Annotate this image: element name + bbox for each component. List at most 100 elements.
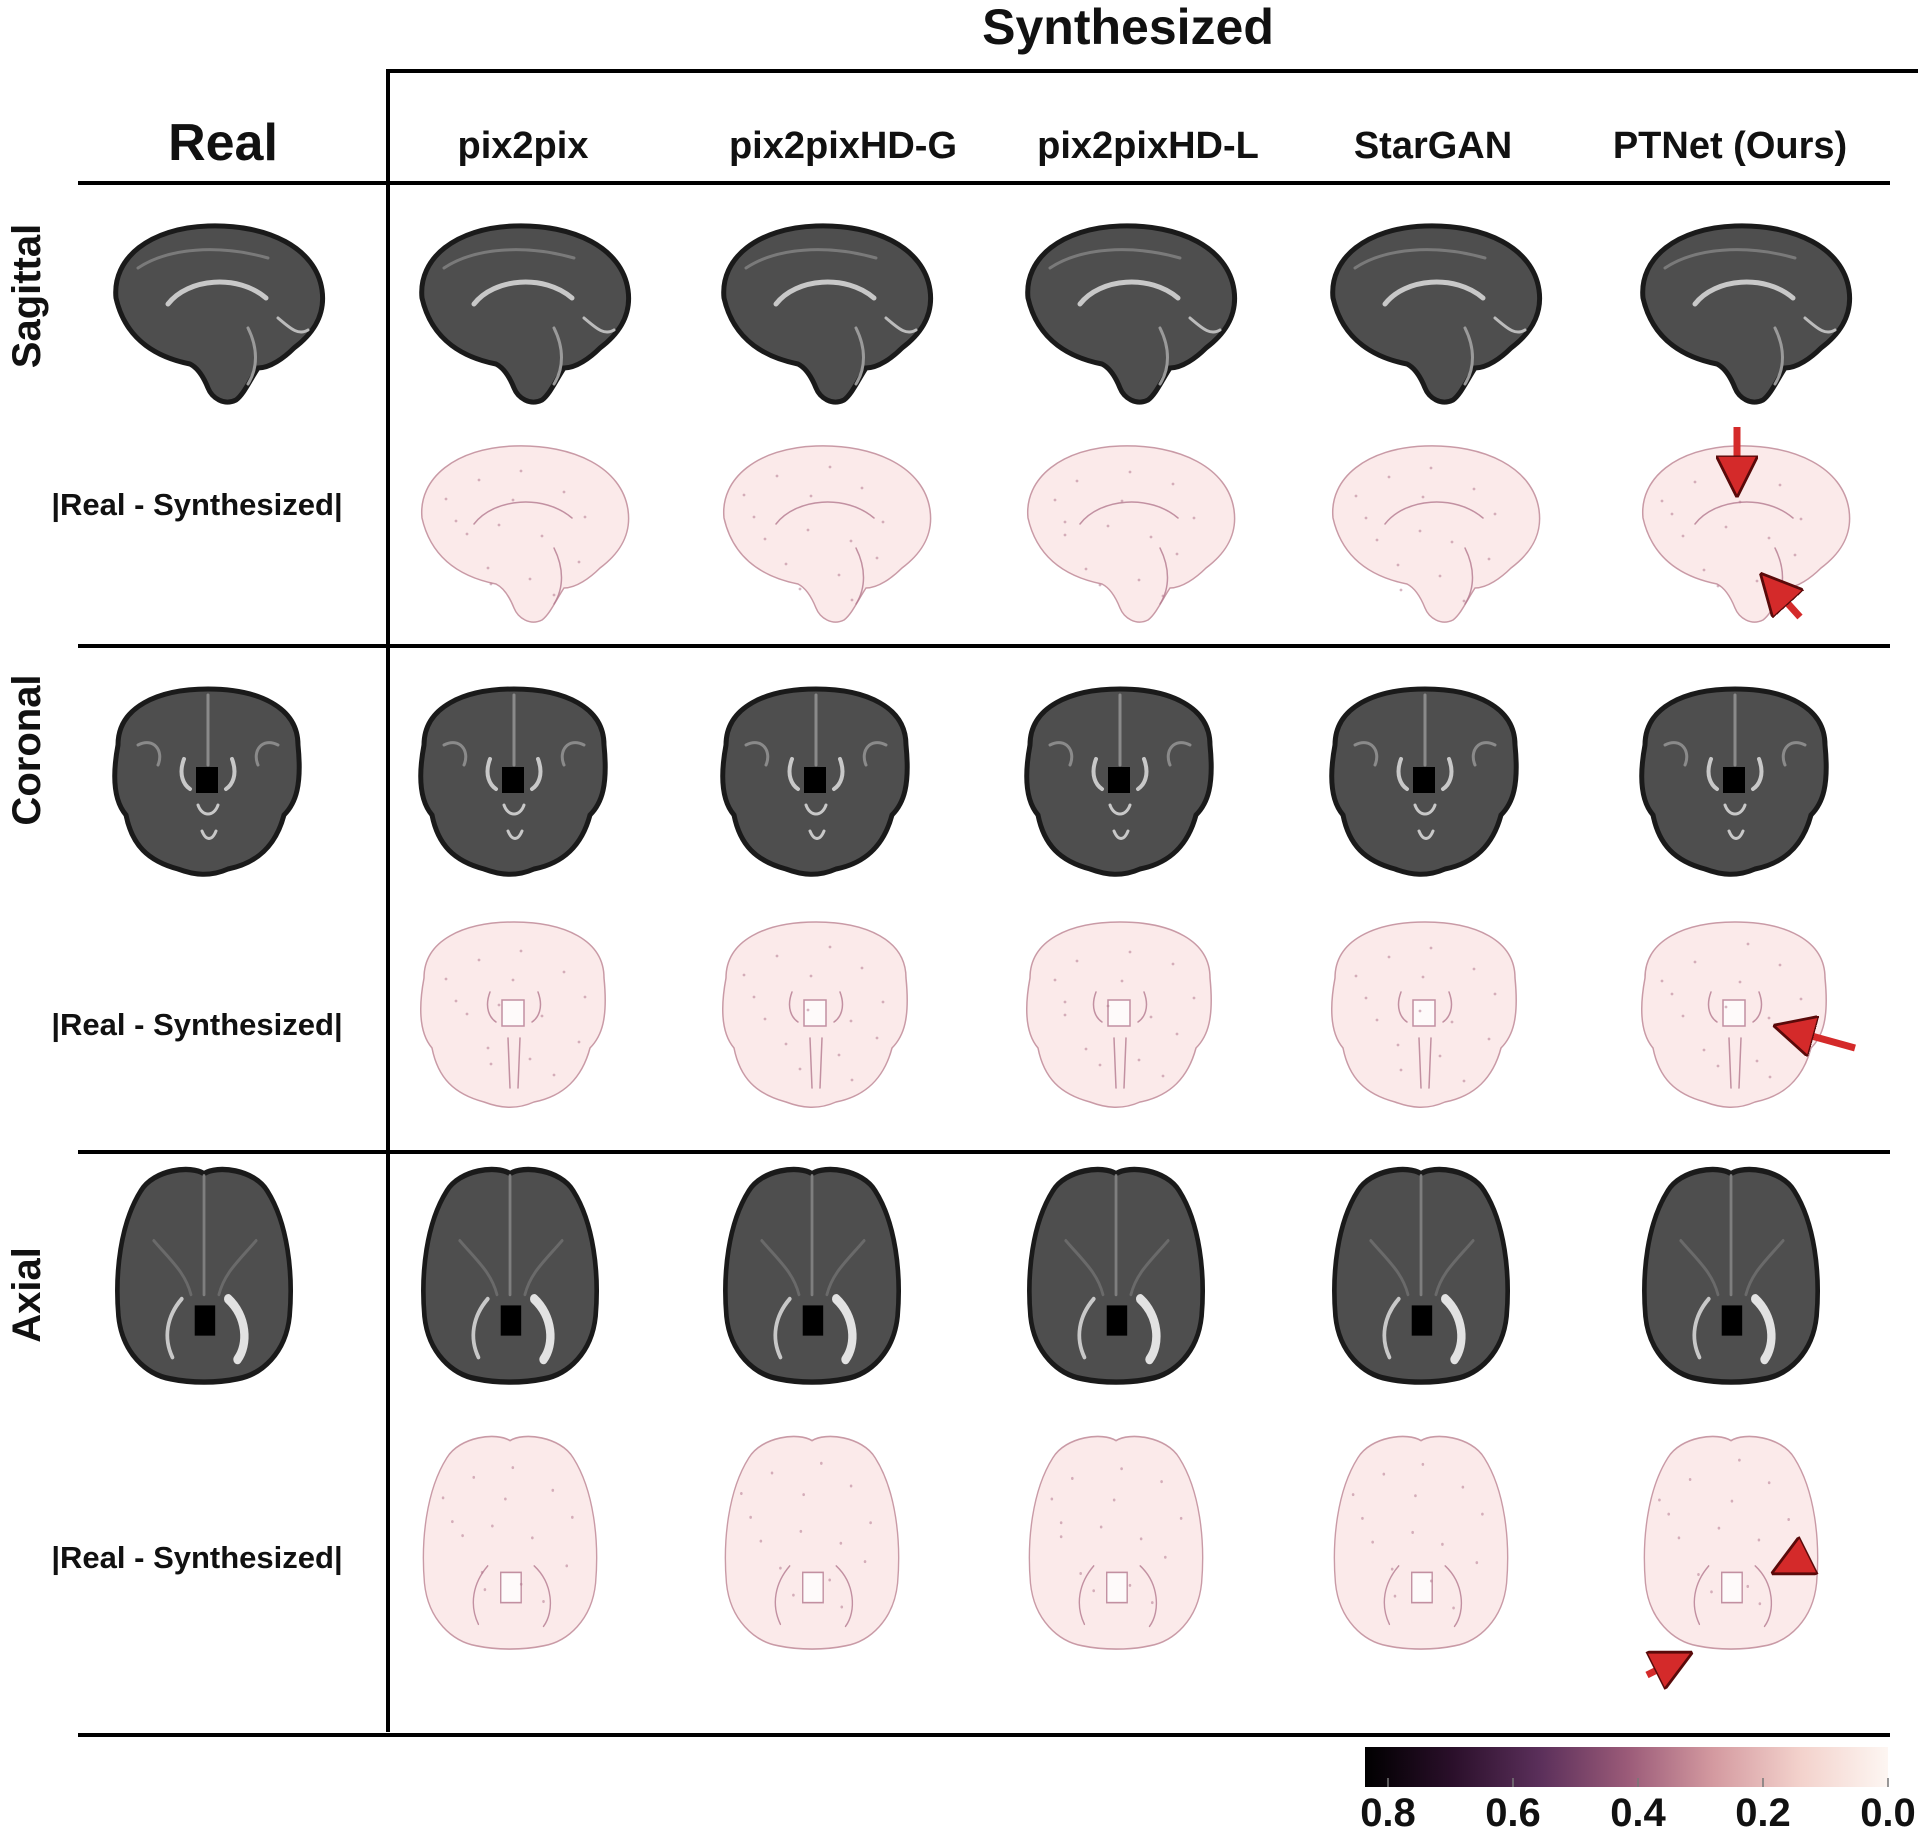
mri-slice-axi-2 bbox=[723, 1166, 901, 1385]
brain-structures bbox=[1353, 693, 1497, 840]
diff-structures bbox=[486, 991, 542, 1089]
mri-slice-axi-5 bbox=[1642, 1166, 1820, 1385]
frame-lines bbox=[78, 69, 1918, 1737]
diff-structures bbox=[472, 1565, 552, 1628]
colorbar-tick-label: 0.4 bbox=[1610, 1791, 1666, 1835]
brain-outline bbox=[1640, 223, 1853, 405]
brain-structures bbox=[1679, 1174, 1785, 1365]
difference-map-sag-4 bbox=[1332, 445, 1541, 623]
difference-map-sag-1 bbox=[421, 445, 630, 623]
brain-structures bbox=[458, 1174, 564, 1365]
red-arrow-1 bbox=[1772, 586, 1800, 620]
diff-speckle bbox=[441, 1466, 574, 1604]
mri-slice-sag-3 bbox=[1025, 223, 1238, 405]
diff-structures bbox=[473, 501, 573, 605]
brain-structures bbox=[1663, 693, 1807, 840]
difference-map-cor-1 bbox=[419, 921, 606, 1108]
mri-slice-cor-1 bbox=[418, 686, 608, 877]
mri-slice-cor-4 bbox=[1329, 686, 1519, 877]
diff-structures bbox=[775, 501, 875, 605]
brain-structures bbox=[442, 693, 586, 840]
difference-map-sag-5 bbox=[1642, 445, 1851, 623]
brain-structures bbox=[1369, 1174, 1475, 1365]
brain-structures bbox=[136, 248, 310, 386]
image-grid bbox=[112, 223, 1853, 1650]
brain-structures bbox=[136, 693, 280, 840]
brain-structures bbox=[744, 693, 888, 840]
diff-structures bbox=[1693, 1565, 1773, 1628]
red-arrow-3 bbox=[1787, 1556, 1807, 1566]
diff-structures bbox=[1383, 1565, 1463, 1628]
diff-speckle bbox=[444, 469, 587, 597]
diff-speckle bbox=[1354, 466, 1497, 603]
row-view-label-2: Axial bbox=[5, 1247, 49, 1343]
diff-outline bbox=[1333, 1435, 1509, 1650]
diff-structures bbox=[788, 991, 844, 1089]
diff-outline bbox=[1642, 445, 1851, 623]
row-diff-label-1: |Real - Synthesized| bbox=[51, 1007, 342, 1042]
brain-outline bbox=[1025, 223, 1238, 405]
mri-slice-sag-0 bbox=[113, 223, 326, 405]
diff-speckle bbox=[1354, 946, 1497, 1083]
diff-speckle bbox=[1658, 1458, 1790, 1606]
diff-speckle bbox=[1050, 1467, 1183, 1605]
annotation-arrows bbox=[1645, 427, 1856, 1675]
brain-structures bbox=[1064, 1174, 1170, 1365]
mri-slice-cor-3 bbox=[1024, 686, 1214, 877]
diff-outline bbox=[723, 445, 932, 623]
diff-outline bbox=[421, 445, 630, 623]
brain-structures bbox=[1048, 248, 1222, 386]
brain-outline bbox=[419, 223, 632, 405]
brain-structures bbox=[152, 1174, 258, 1365]
colorbar-tick-label: 0.6 bbox=[1485, 1791, 1541, 1835]
diff-structures bbox=[1078, 1565, 1158, 1628]
brain-structures bbox=[1663, 248, 1837, 386]
difference-map-cor-4 bbox=[1330, 921, 1517, 1108]
diff-structures bbox=[1079, 501, 1179, 605]
brain-outline bbox=[721, 223, 934, 405]
diff-speckle bbox=[1053, 470, 1196, 598]
diff-speckle bbox=[742, 945, 885, 1082]
diff-outline bbox=[1027, 445, 1236, 623]
difference-map-axi-3 bbox=[1028, 1435, 1204, 1650]
diff-outline bbox=[724, 1435, 900, 1650]
brain-structures bbox=[1048, 693, 1192, 840]
real-column-heading: Real bbox=[168, 114, 278, 172]
mri-slice-cor-2 bbox=[720, 686, 910, 877]
mri-slice-sag-2 bbox=[721, 223, 934, 405]
row-labels: Sagittal|Real - Synthesized|Coronal|Real… bbox=[5, 224, 343, 1575]
diff-outline bbox=[1028, 1435, 1204, 1650]
red-arrow-4 bbox=[1645, 1660, 1677, 1675]
colorbar-tick-label: 0.0 bbox=[1860, 1791, 1916, 1835]
difference-map-cor-5 bbox=[1640, 921, 1827, 1108]
brain-structures bbox=[442, 248, 616, 386]
mri-slice-axi-3 bbox=[1027, 1166, 1205, 1385]
column-header-1: pix2pixHD-G bbox=[729, 125, 957, 167]
mri-slice-cor-5 bbox=[1639, 686, 1829, 877]
difference-map-sag-3 bbox=[1027, 445, 1236, 623]
diff-speckle bbox=[1053, 950, 1196, 1078]
diff-structures bbox=[1092, 991, 1148, 1089]
row-diff-label-2: |Real - Synthesized| bbox=[51, 1540, 342, 1575]
column-header-0: pix2pix bbox=[458, 125, 589, 167]
row-view-label-0: Sagittal bbox=[5, 224, 49, 368]
column-header-3: StarGAN bbox=[1354, 125, 1512, 167]
diff-structures bbox=[774, 1565, 854, 1628]
diff-structures bbox=[1707, 991, 1763, 1089]
mri-slice-axi-1 bbox=[421, 1166, 599, 1385]
diff-speckle bbox=[444, 949, 587, 1077]
colorbar-bar bbox=[1365, 1747, 1888, 1787]
diff-speckle bbox=[1660, 462, 1803, 599]
mri-slice-sag-5 bbox=[1640, 223, 1853, 405]
diff-outline bbox=[1332, 445, 1541, 623]
diff-speckle bbox=[1351, 1462, 1484, 1610]
brain-outline bbox=[113, 223, 326, 405]
difference-map-cor-2 bbox=[721, 921, 908, 1108]
diff-speckle bbox=[740, 1461, 872, 1609]
column-header-4: PTNet (Ours) bbox=[1613, 125, 1847, 167]
mri-slice-axi-0 bbox=[115, 1166, 293, 1385]
